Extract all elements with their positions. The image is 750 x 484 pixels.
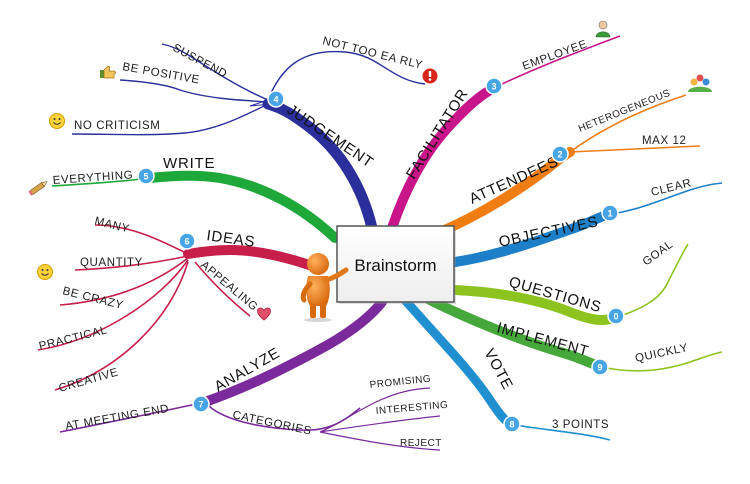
label-no-criticism[interactable]: NO CRITICISM xyxy=(74,120,160,132)
badge-objectives xyxy=(601,204,619,222)
branch-questions[interactable] xyxy=(450,243,689,325)
badge-vote-number: 8 xyxy=(509,420,514,430)
branch-attendees[interactable] xyxy=(435,94,701,237)
branch-label-facilitator[interactable]: FACILITATOR xyxy=(403,86,472,182)
badge-write xyxy=(137,167,155,185)
branch-judgement[interactable] xyxy=(71,43,426,234)
exclamation-icon xyxy=(421,67,439,85)
thumbs-up-icon xyxy=(100,65,116,79)
badge-write-number: 5 xyxy=(143,172,148,182)
label-3-points[interactable]: 3 POINTS xyxy=(552,419,609,431)
label-many[interactable]: MANY xyxy=(93,215,130,235)
smiley-icon xyxy=(49,113,65,129)
badge-attendees xyxy=(551,145,569,163)
badge-questions-number: 0 xyxy=(613,312,618,322)
branch-label-write[interactable]: WRITE xyxy=(163,155,215,172)
label-be-positive[interactable]: BE POSITIVE xyxy=(121,61,200,86)
person-icon xyxy=(595,20,611,38)
badge-facilitator-number: 3 xyxy=(491,82,496,92)
label-clear[interactable]: CLEAR xyxy=(650,177,693,199)
label-at-meeting-end[interactable]: AT MEETING END xyxy=(64,403,170,433)
label-appealing[interactable]: APPEALING xyxy=(198,259,260,314)
branch-implement[interactable] xyxy=(425,295,723,372)
branch-write[interactable] xyxy=(51,170,340,243)
label-everything[interactable]: EVERYTHING xyxy=(52,169,133,187)
branch-label-objectives[interactable]: OBJECTIVES xyxy=(497,213,600,251)
branch-facilitator[interactable] xyxy=(387,35,621,233)
label-practical[interactable]: PRACTICAL xyxy=(38,324,109,353)
label-goal[interactable]: GOAL xyxy=(641,239,676,269)
branch-label-attendees[interactable]: ATTENDEES xyxy=(467,153,562,208)
label-be-crazy[interactable]: BE CRAZY xyxy=(61,285,124,312)
label-not-too-early[interactable]: NOT TOO EA RLY xyxy=(321,35,424,72)
badge-implement-number: 9 xyxy=(597,363,602,373)
badge-questions xyxy=(607,307,625,325)
badge-ideas-number: 6 xyxy=(184,237,189,247)
badge-vote xyxy=(503,415,521,433)
label-interesting[interactable]: INTERESTING xyxy=(375,400,448,417)
label-employee[interactable]: EMPLOYEE xyxy=(521,38,589,73)
branch-analyze[interactable] xyxy=(59,297,441,451)
pencil-icon xyxy=(28,181,48,196)
branch-label-judgement[interactable]: JUDGEMENT xyxy=(284,101,377,171)
branch-ideas[interactable] xyxy=(37,224,323,391)
center-board[interactable]: Brainstorm xyxy=(336,225,456,304)
badge-implement xyxy=(591,358,609,376)
badge-analyze-number: 7 xyxy=(198,400,203,410)
badge-facilitator xyxy=(485,77,503,95)
center-title: Brainstorm xyxy=(354,256,436,275)
label-max-12[interactable]: MAX 12 xyxy=(642,135,687,147)
label-quickly[interactable]: QUICKLY xyxy=(634,342,689,365)
badge-objectives-number: 1 xyxy=(607,209,612,219)
badge-analyze xyxy=(192,395,210,413)
label-creative[interactable]: CREATIVE xyxy=(58,366,120,394)
label-reject[interactable]: REJECT xyxy=(400,438,442,449)
label-categories[interactable]: CATEGORIES xyxy=(231,409,312,437)
branch-label-vote[interactable]: VOTE xyxy=(480,346,516,393)
smiley-icon xyxy=(37,264,53,280)
badge-attendees-number: 2 xyxy=(557,150,562,160)
heart-icon xyxy=(257,307,271,321)
pointing-figure-icon xyxy=(300,253,349,322)
branch-label-ideas[interactable]: IDEAS xyxy=(205,227,256,251)
badge-judgement-number: 4 xyxy=(273,95,278,105)
badge-ideas xyxy=(178,232,196,250)
label-quantity[interactable]: QUANTITY xyxy=(80,257,143,269)
group-icon xyxy=(688,74,712,92)
branch-objectives[interactable] xyxy=(450,182,723,267)
label-heterogeneous[interactable]: HETEROGENEOUS xyxy=(577,88,672,135)
badge-judgement xyxy=(267,90,285,108)
